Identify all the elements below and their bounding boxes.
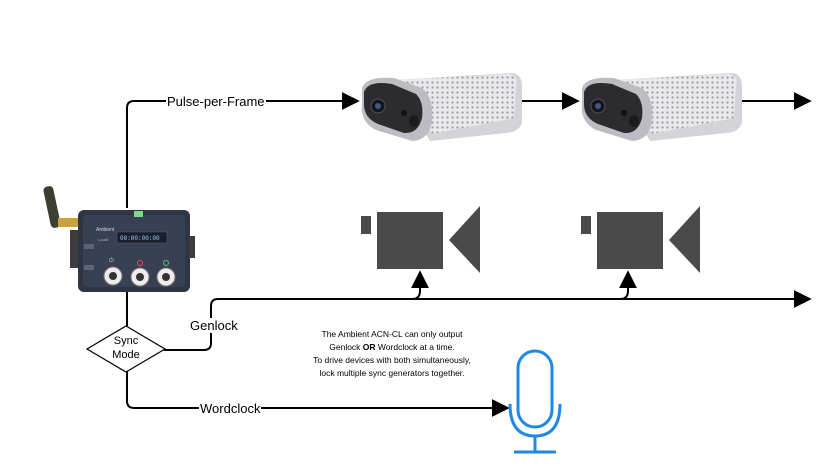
status-led — [134, 211, 143, 217]
depth-camera-1 — [361, 73, 522, 141]
camera-lens-panel — [584, 83, 643, 134]
note-line-2-suffix: Wordclock at a time. — [375, 342, 455, 352]
video-camera-icon-1 — [361, 206, 480, 273]
device-display — [116, 231, 168, 244]
sync-mode-decision — [85, 325, 167, 373]
camera-lens-panel — [364, 83, 423, 134]
edge-label-pulse-per-frame: Pulse-per-Frame — [166, 94, 266, 109]
note-line-2-prefix: Genlock — [329, 342, 363, 352]
sync-mode-label-line1: Sync — [113, 335, 139, 347]
note-line-4: lock multiple sync generators together. — [319, 368, 465, 378]
edge-label-genlock: Genlock — [189, 318, 239, 333]
device-button-power — [103, 266, 123, 286]
device-logo: Ambient — [96, 227, 115, 233]
depth-camera-2 — [581, 73, 742, 141]
edge-genlock-to-videocam1 — [411, 270, 429, 300]
note-line-1: The Ambient ACN-CL can only output — [321, 329, 463, 339]
sync-generator-device: Ambient Lockit 00:00:00:00 ⏻ — [43, 186, 195, 292]
microphone-icon — [508, 349, 562, 454]
note-line-2: Genlock OR Wordclock at a time. — [262, 341, 522, 354]
antenna — [43, 186, 61, 228]
device-button-sync — [156, 260, 176, 287]
edge-pulse-per-frame — [126, 92, 360, 208]
sync-mode-label-line2: Mode — [112, 349, 140, 361]
device-display-readout: 00:00:00:00 — [120, 235, 160, 242]
edge-genlock-to-videocam2 — [619, 270, 637, 300]
video-camera-icon-2 — [581, 206, 700, 273]
note-line-3: To drive devices with both simultaneousl… — [313, 355, 471, 365]
note-line-2-emphasis: OR — [362, 342, 376, 352]
info-note: The Ambient ACN-CL can only output Genlo… — [262, 328, 522, 380]
device-model: Lockit — [98, 237, 109, 242]
device-button-record — [130, 260, 150, 287]
antenna-connector — [58, 218, 82, 227]
sync-mode-label: Sync Mode — [96, 334, 156, 362]
edge-label-wordclock: Wordclock — [199, 401, 262, 416]
svg-text:⏻: ⏻ — [109, 257, 114, 264]
edge-wordclock — [126, 370, 510, 417]
